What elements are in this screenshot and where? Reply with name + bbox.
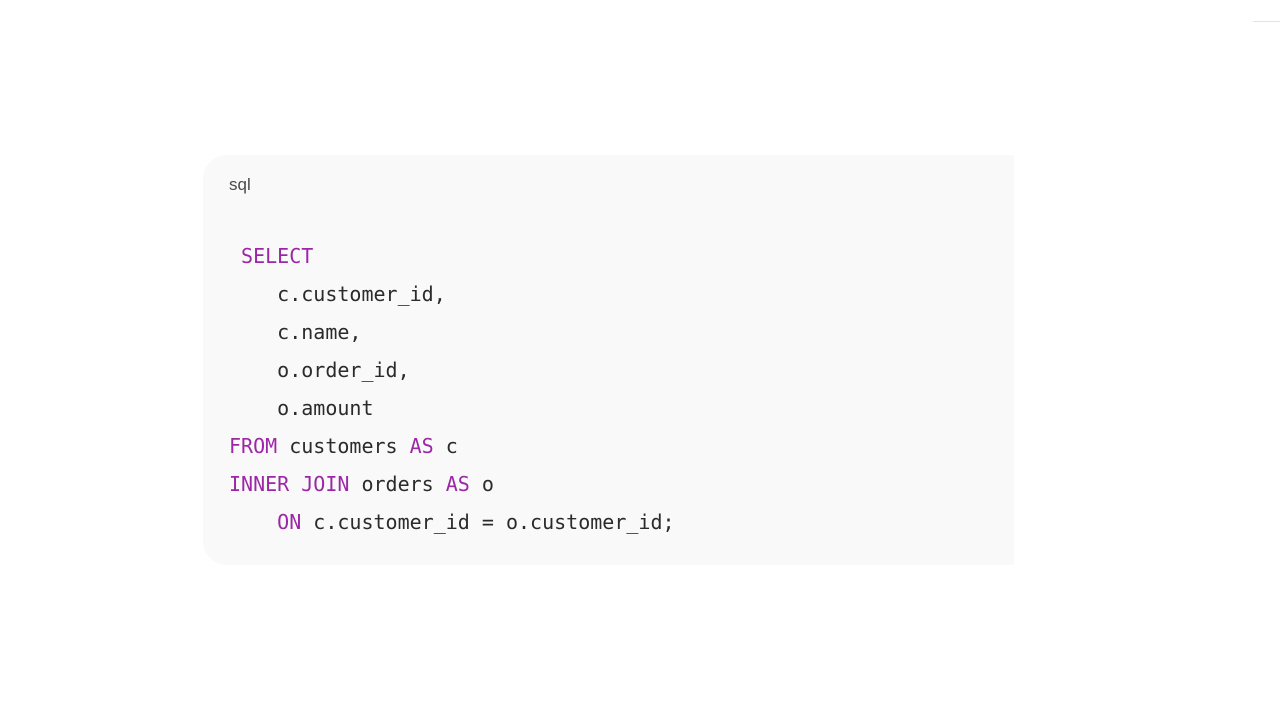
code-line: SELECT [229,237,675,275]
sql-keyword: AS [409,434,434,458]
code-content[interactable]: SELECT c.customer_id, c.name, o.order_id… [229,237,675,541]
sql-keyword: AS [445,472,470,496]
code-line: c.name, [229,313,675,351]
code-line: o.amount [229,389,675,427]
code-line: o.order_id, [229,351,675,389]
sql-identifier: orders [349,472,446,496]
code-language-label: sql [229,175,251,194]
sql-keyword: SELECT [241,244,314,268]
sql-identifier: o.order_id, [277,358,410,382]
sql-identifier: c [433,434,458,458]
code-line: ON c.customer_id = o.customer_id; [229,503,675,541]
top-divider [1253,21,1280,22]
code-line: c.customer_id, [229,275,675,313]
code-line: INNER JOIN orders AS o [229,465,675,503]
sql-identifier: o.amount [277,396,374,420]
sql-identifier: c.customer_id, [277,282,446,306]
sql-identifier: o [469,472,494,496]
code-block: sql SELECT c.customer_id, c.name, o.orde… [203,155,1014,565]
sql-identifier: c.customer_id = o.customer_id; [301,510,675,534]
sql-identifier: c.name, [277,320,362,344]
code-line: FROM customers AS c [229,427,675,465]
sql-keyword: FROM [229,434,278,458]
sql-identifier: customers [277,434,410,458]
sql-keyword: INNER JOIN [229,472,350,496]
sql-keyword: ON [277,510,302,534]
